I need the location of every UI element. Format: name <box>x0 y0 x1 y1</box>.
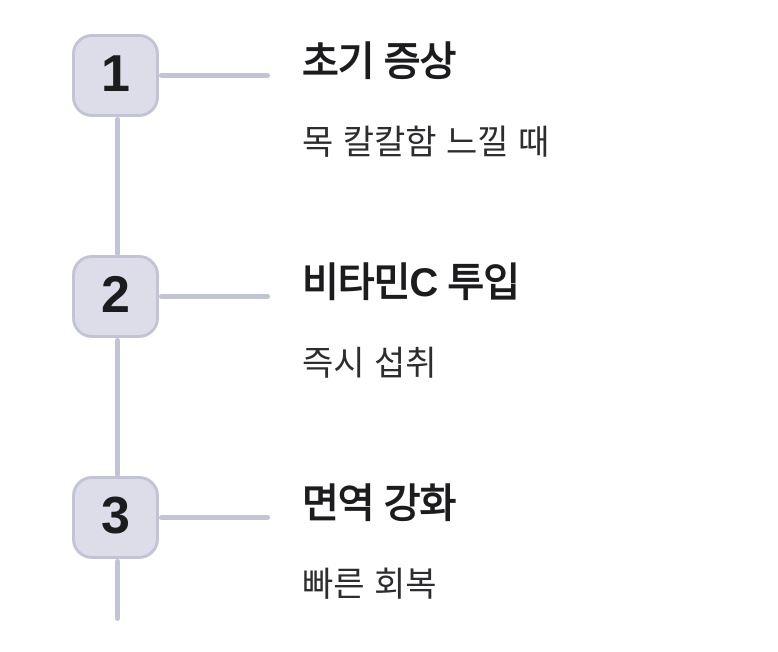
timeline-step-2: 2 비타민C 투입 즉시 섭취 <box>0 255 778 477</box>
step-number-badge: 2 <box>72 255 159 338</box>
timeline-step-3: 3 면역 강화 빠른 회복 <box>0 476 778 652</box>
vertical-connector-line <box>115 117 120 256</box>
timeline-step-1: 1 초기 증상 목 칼칼함 느낄 때 <box>0 34 778 256</box>
horizontal-connector-line <box>159 294 270 299</box>
step-number-badge: 3 <box>72 476 159 559</box>
vertical-connector-line <box>115 338 120 477</box>
step-content: 초기 증상 목 칼칼함 느낄 때 <box>302 34 722 164</box>
vertical-connector-line <box>115 559 120 621</box>
horizontal-connector-line <box>159 515 270 520</box>
step-description: 목 칼칼함 느낄 때 <box>302 124 550 162</box>
step-number: 1 <box>101 44 130 103</box>
step-number-badge: 1 <box>72 34 159 117</box>
step-description: 즉시 섭취 <box>302 345 437 383</box>
step-title: 초기 증상 <box>302 40 456 84</box>
horizontal-connector-line <box>159 73 270 78</box>
step-title: 비타민C 투입 <box>302 261 520 305</box>
step-content: 비타민C 투입 즉시 섭취 <box>302 255 722 385</box>
step-number: 3 <box>101 486 130 545</box>
step-title: 면역 강화 <box>302 482 456 526</box>
step-number: 2 <box>101 265 130 324</box>
step-description: 빠른 회복 <box>302 566 437 604</box>
step-content: 면역 강화 빠른 회복 <box>302 476 722 606</box>
